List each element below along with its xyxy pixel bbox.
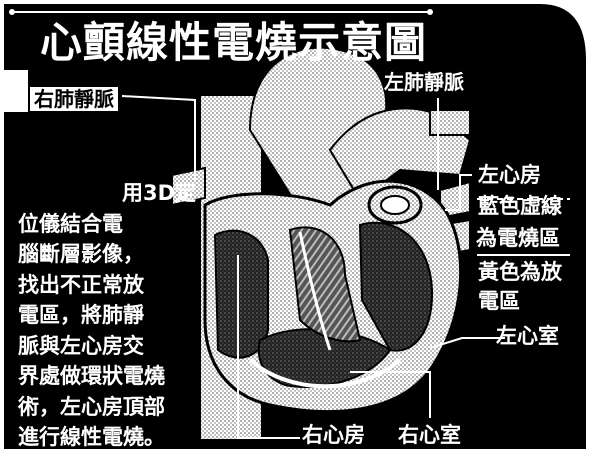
label-left-atrium: 左心房 bbox=[478, 163, 541, 187]
label-left-pulmonary-vein: 左肺靜脈 bbox=[384, 70, 464, 94]
description-line: 用3D定 bbox=[121, 181, 196, 205]
leader-left-ventricle bbox=[429, 337, 505, 349]
septum bbox=[288, 226, 362, 343]
description-text: 用3D定 位儀結合電 腦斷層影像， 找出不正常放 電區，將肺靜 脈與左心房交 界… bbox=[18, 178, 196, 453]
label-left-ventricle: 左心室 bbox=[496, 324, 559, 348]
description-line: 腦斷層影像， bbox=[18, 242, 144, 266]
label-blue-dashed-line-1: 藍色虛線 bbox=[478, 194, 562, 218]
leader-left-atrium bbox=[445, 174, 472, 211]
left-white-tab bbox=[0, 70, 28, 112]
description-line: 找出不正常放 bbox=[18, 272, 144, 297]
description-line: 脈與左心房交 bbox=[18, 333, 144, 358]
label-yellow-discharge-1: 黃色為放 bbox=[478, 260, 562, 284]
leader-lines bbox=[121, 95, 505, 439]
title-decoration-line bbox=[9, 9, 433, 15]
label-yellow-discharge-2: 電區 bbox=[478, 289, 520, 313]
left-pulmonary-vein-shape bbox=[429, 109, 471, 136]
label-right-pulmonary-vein: 右肺靜脈 bbox=[30, 87, 118, 111]
label-right-ventricle: 右心室 bbox=[398, 423, 461, 447]
left-ventricle-chamber bbox=[358, 221, 434, 352]
description-line: 電區，將肺靜 bbox=[18, 303, 144, 327]
label-right-atrium: 右心房 bbox=[302, 423, 365, 447]
leader-right-pulmonary-vein bbox=[121, 95, 196, 180]
description-line: 進行線性電燒。 bbox=[18, 425, 165, 449]
heart-illustration bbox=[171, 46, 472, 441]
label-blue-dashed-line-2: 為電燒區 bbox=[476, 226, 560, 250]
description-line: 界處做環狀電燒 bbox=[18, 364, 165, 388]
description-line: 術，左心房頂部 bbox=[18, 394, 165, 419]
page-title: 心顫線性電燒示意圖 bbox=[40, 18, 428, 67]
right-atrium-chamber bbox=[213, 229, 269, 359]
leader-right-ventricle bbox=[350, 371, 431, 418]
description-line: 位儀結合電 bbox=[18, 211, 123, 236]
leader-right-atrium bbox=[237, 255, 300, 439]
